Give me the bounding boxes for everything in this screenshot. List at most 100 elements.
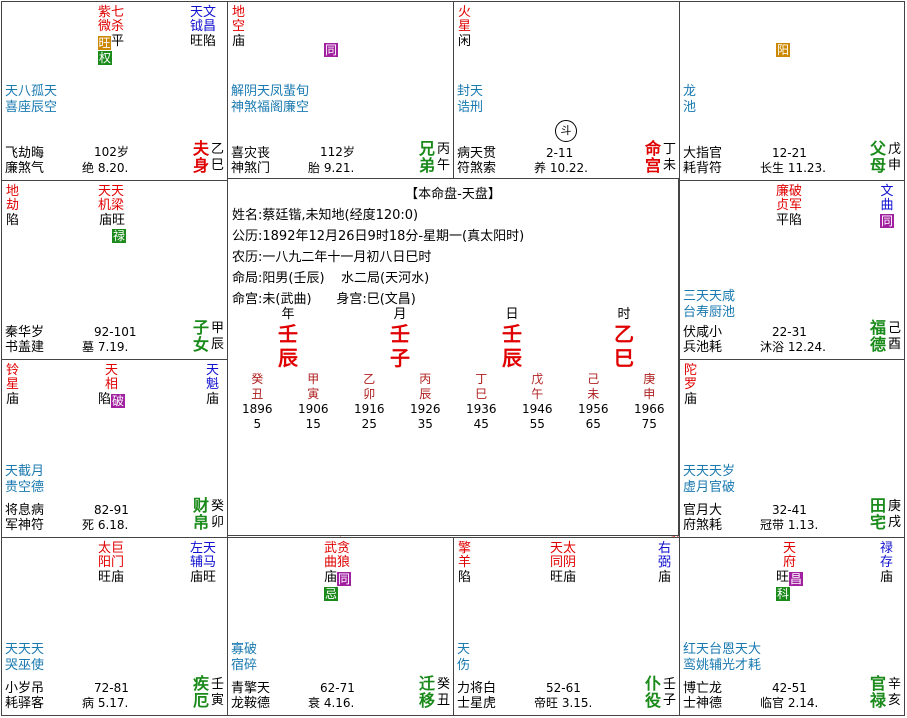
minor-stars: 天天天哭巫使 xyxy=(5,642,45,673)
star-youbi: 右弼 庙 xyxy=(658,541,672,585)
star-zuofu-tianma: 左辅 天马 庙旺 xyxy=(190,541,217,585)
age-range: 92-101 xyxy=(94,325,137,339)
life-stage: 临官 2.14. xyxy=(760,696,819,710)
star-lingxing: 铃星 庙 xyxy=(6,363,20,407)
palace-xu[interactable]: 陀罗 庙 天天天岁虚月官破 官月大府煞耗 32-41 冠带 1.13. 田宅 庚… xyxy=(679,359,905,538)
star-dijie: 地劫 陷 xyxy=(6,184,20,228)
palace-name: 官禄 xyxy=(869,674,886,710)
birth-info: 姓名:蔡廷锴,未知地(经度120:0) 公历:1892年12月26日9时18分-… xyxy=(232,208,525,307)
palace-si[interactable]: 紫微 七杀 旺平 权 天钺 文昌 旺陷 天八孤天喜座辰空 飞劫晦廉煞气 102岁… xyxy=(1,1,228,181)
minor-stars: 三天天咸台寿厨池 xyxy=(683,289,736,320)
stem-branch: 癸卯 xyxy=(210,499,224,530)
gods: 博亡龙士神德 xyxy=(683,681,723,711)
center-panel: 【本命盘-天盘】 姓名:蔡廷锴,未知地(经度120:0) 公历:1892年12月… xyxy=(227,178,679,536)
star-taiyang-jumen: 太阳 巨门 旺庙 xyxy=(98,541,125,585)
palace-chou[interactable]: 武曲 贪狼 庙同 忌 寡破宿碎 青擎天龙鞍德 62-71 衰 4.16. 迁移 … xyxy=(227,537,454,716)
palace-zi[interactable]: 擎羊 陷 天同 太阴 旺庙 右弼 庙 天伤 力将白士星虎 52-61 帝旺 3.… xyxy=(453,537,680,716)
palace-yin[interactable]: 太阳 巨门 旺庙 左辅 天马 庙旺 天天天哭巫使 小岁吊耗驿客 72-81 病 … xyxy=(1,537,228,716)
pillar-hour: 时 乙 巳 xyxy=(614,307,634,370)
pillar-day: 日 壬 辰 xyxy=(502,307,522,370)
palace-name: 疾厄 xyxy=(192,674,209,710)
chart-title: 【本命盘-天盘】 xyxy=(405,187,501,202)
star-dikong: 地空 庙 xyxy=(232,5,246,49)
palace-mao[interactable]: 铃星 庙 天相 陷破 天魁 庙 天截月贵空德 将息病军神符 82-91 死 6.… xyxy=(1,359,228,538)
age-range: 62-71 xyxy=(320,681,355,695)
palace-name: 仆役 xyxy=(644,674,661,710)
palace-chen[interactable]: 地劫 陷 天机 天梁 庙旺 禄 秦华岁书盖建 92-101 墓 7.19. 子女… xyxy=(1,180,228,360)
star-tiankui: 天魁 庙 xyxy=(206,363,220,407)
age-range: 42-51 xyxy=(772,681,807,695)
stem-branch: 戊申 xyxy=(887,142,901,173)
stem-branch: 丙午 xyxy=(436,142,450,173)
gods: 力将白士星虎 xyxy=(457,681,497,711)
life-stage: 冠带 1.13. xyxy=(760,518,819,532)
age-range: 52-61 xyxy=(546,681,581,695)
star-tianxiang: 天相 陷破 xyxy=(98,363,126,408)
gods: 官月大府煞耗 xyxy=(683,503,723,533)
star-tianji-tianliang: 天机 天梁 庙旺 禄 xyxy=(98,184,126,243)
stem-branch: 甲辰 xyxy=(210,321,224,352)
life-stage: 沐浴 12.24. xyxy=(760,340,826,354)
palace-name: 田宅 xyxy=(869,496,886,532)
gods: 大指官耗背符 xyxy=(683,146,723,176)
dou-circle-icon: 斗 xyxy=(555,120,577,142)
life-stage: 衰 4.16. xyxy=(308,696,355,710)
life-stage: 墓 7.19. xyxy=(82,340,129,354)
gods: 将息病军神符 xyxy=(5,503,45,533)
age-range: 82-91 xyxy=(94,503,129,517)
stem-branch: 丁未 xyxy=(662,142,676,173)
palace-hai[interactable]: 天府 旺昌 科 禄存 庙 红天台恩天大鸾姚辅光才耗 博亡龙士神德 42-51 临… xyxy=(679,537,905,716)
star-lianzhen-pojun: 廉贞 破军 平陷 xyxy=(776,184,803,228)
gods: 小岁吊耗驿客 xyxy=(5,681,45,711)
life-stage: 病 5.17. xyxy=(82,696,129,710)
star-wenqu: 文曲 同 xyxy=(880,184,894,228)
life-stage: 死 6.18. xyxy=(82,518,129,532)
hua-quan-badge: 权 xyxy=(98,51,112,65)
life-stage: 养 10.22. xyxy=(534,161,588,175)
palace-name: 夫身 xyxy=(192,139,209,175)
stem-branch: 壬子 xyxy=(662,677,676,708)
age-range: 22-31 xyxy=(772,325,807,339)
stem-branch: 乙巳 xyxy=(210,142,224,173)
minor-stars: 寡破宿碎 xyxy=(231,642,258,673)
minor-stars: 龙池 xyxy=(683,84,697,115)
star-lucun: 禄存 庙 xyxy=(880,541,894,585)
age-range: 12-21 xyxy=(772,146,807,160)
gods: 飞劫晦廉煞气 xyxy=(5,146,45,176)
stem-branch: 壬寅 xyxy=(210,677,224,708)
stem-branch: 己酉 xyxy=(887,321,901,352)
stem-branch: 癸丑 xyxy=(436,677,450,708)
star-ziwei-qisha: 紫微 七杀 旺平 权 xyxy=(98,5,125,65)
palace-name: 命宫 xyxy=(644,139,661,175)
minor-stars: 天八孤天喜座辰空 xyxy=(5,84,58,115)
gods: 喜灾丧神煞门 xyxy=(231,146,271,176)
pillar-month: 月 壬 子 xyxy=(390,307,410,370)
pillar-year: 年 壬 辰 xyxy=(278,307,298,370)
age-range: 102岁 xyxy=(94,145,129,159)
stem-branch: 庚戌 xyxy=(887,499,901,530)
gods: 伏咸小兵池耗 xyxy=(683,325,723,355)
palace-you[interactable]: 廉贞 破军 平陷 文曲 同 三天天咸台寿厨池 伏咸小兵池耗 22-31 沐浴 1… xyxy=(679,180,905,360)
gods: 病天贯符煞索 xyxy=(457,146,497,176)
minor-stars: 封天诰刑 xyxy=(457,84,484,115)
star-tiantong-taiyin: 天同 太阴 旺庙 xyxy=(550,541,577,585)
age-range: 32-41 xyxy=(772,503,807,517)
age-range: 2-11 xyxy=(546,146,574,160)
palace-wu[interactable]: 地空 庙 同 解阴天凤蜚旬神煞福阁廉空 喜灾丧神煞门 112岁 胎 9.21. … xyxy=(227,1,454,181)
minor-stars: 天伤 xyxy=(457,642,471,673)
palace-shen[interactable]: 阳 龙池 大指官耗背符 12-21 长生 11.23. 父母 戊申 xyxy=(679,1,905,181)
palace-wei[interactable]: 火星 闲 封天诰刑 病天贯符煞索 2-11 养 10.22. 命宫 丁未 xyxy=(453,1,680,181)
palace-name: 财帛 xyxy=(192,496,209,532)
palace-name: 福德 xyxy=(869,318,886,354)
minor-stars: 天截月贵空德 xyxy=(5,464,45,495)
palace-name: 父母 xyxy=(869,139,886,175)
minor-stars: 红天台恩天大鸾姚辅光才耗 xyxy=(683,642,762,673)
